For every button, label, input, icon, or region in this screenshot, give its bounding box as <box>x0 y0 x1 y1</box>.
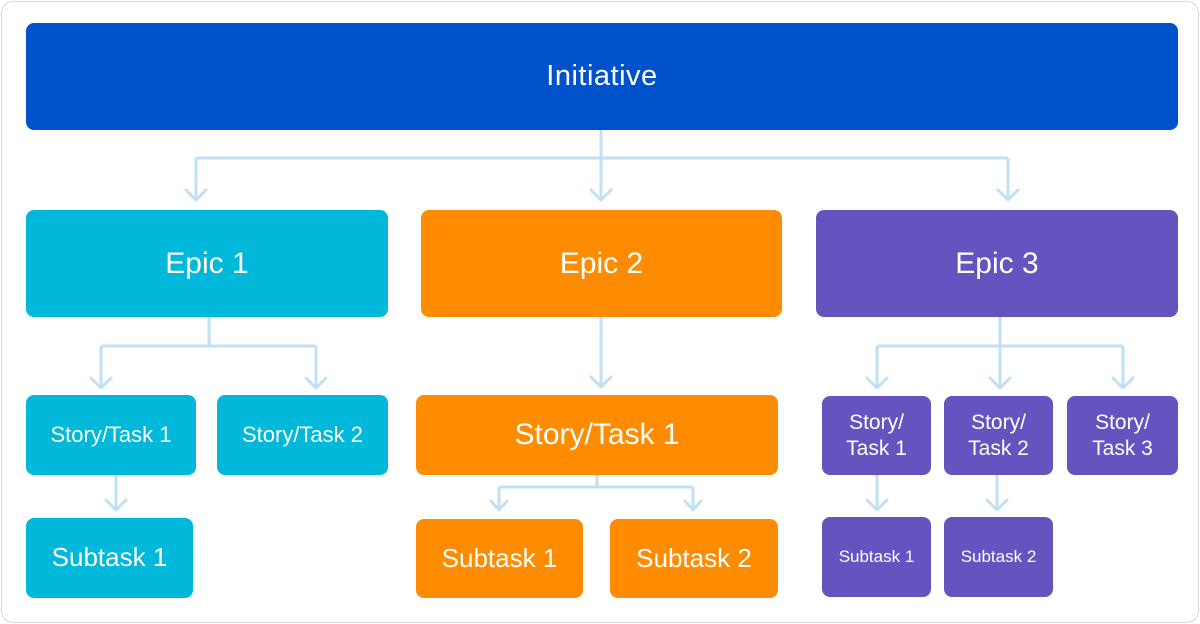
epic2-node: Epic 2 <box>421 210 782 317</box>
e1-story1-node: Story/Task 1 <box>26 395 196 475</box>
e1-subtask1-label: Subtask 1 <box>51 542 168 573</box>
e2-story1-node: Story/Task 1 <box>416 395 778 475</box>
epic2-label: Epic 2 <box>559 246 644 280</box>
e1-story2-node: Story/Task 2 <box>217 395 388 475</box>
arrowhead-e2-subtask1 <box>489 499 509 512</box>
arrowhead-epic1 <box>184 188 208 202</box>
arrowhead-epic2 <box>589 188 613 202</box>
e2-subtask1-node: Subtask 1 <box>416 519 583 598</box>
e2-story1-label: Story/Task 1 <box>514 418 680 451</box>
e3-story2-line2: Task 2 <box>968 436 1029 460</box>
arrowhead-e3-subtask1 <box>865 498 889 512</box>
e1-subtask1-node: Subtask 1 <box>26 518 193 598</box>
epic3-node: Epic 3 <box>816 210 1178 317</box>
initiative-label: Initiative <box>546 60 658 93</box>
e3-subtask2-label: Subtask 2 <box>960 546 1037 566</box>
e3-story3-line1: Story/ <box>1095 410 1150 434</box>
arrowhead-e1-story1 <box>89 376 113 390</box>
e3-subtask2-node: Subtask 2 <box>944 517 1053 597</box>
arrowhead-e2-subtask2 <box>683 499 703 512</box>
arrowhead-e3-story3 <box>1111 376 1135 390</box>
e3-story2-line1: Story/ <box>971 410 1026 434</box>
e3-story1-node: Story/ Task 1 <box>822 396 931 475</box>
e3-story2-node: Story/ Task 2 <box>944 396 1053 475</box>
e3-story3-node: Story/ Task 3 <box>1067 396 1178 475</box>
e2-subtask2-node: Subtask 2 <box>610 519 778 598</box>
e1-story1-label: Story/Task 1 <box>50 421 172 447</box>
e3-story3-line2: Task 3 <box>1092 436 1153 460</box>
e3-story1-line1: Story/ <box>849 410 904 434</box>
arrowhead-e1-story2 <box>304 376 328 390</box>
e2-subtask2-label: Subtask 2 <box>636 542 752 573</box>
arrowhead-epic3 <box>996 188 1020 202</box>
e2-subtask1-label: Subtask 1 <box>441 542 558 573</box>
e1-story2-label: Story/Task 2 <box>241 421 364 447</box>
arrowhead-e3-subtask2 <box>985 498 1009 512</box>
e3-story1-line2: Task 1 <box>846 436 907 460</box>
epic1-label: Epic 1 <box>165 246 249 280</box>
initiative-node: Initiative <box>26 23 1178 130</box>
arrowhead-e3-story1 <box>865 376 889 390</box>
epic3-label: Epic 3 <box>955 246 1039 280</box>
arrowhead-e1-subtask1 <box>104 498 128 512</box>
arrowhead-e3-story2 <box>988 376 1012 390</box>
e3-subtask1-label: Subtask 1 <box>838 546 915 566</box>
e3-subtask1-node: Subtask 1 <box>822 517 931 597</box>
epic1-node: Epic 1 <box>26 210 388 317</box>
arrowhead-e2-story1 <box>589 375 613 389</box>
